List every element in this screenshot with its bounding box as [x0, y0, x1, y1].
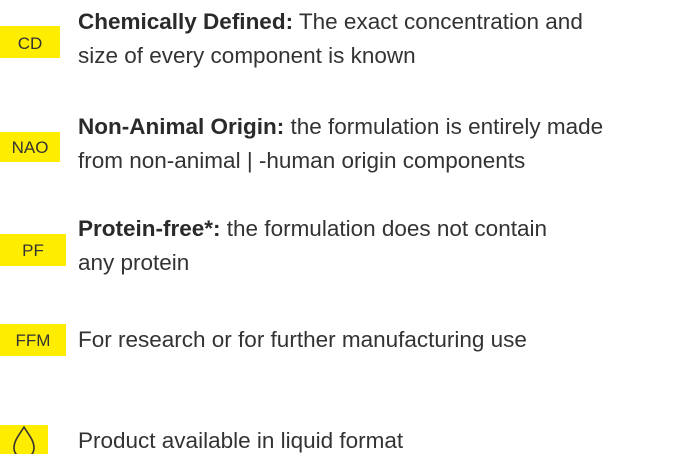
- feature-title: Protein-free*:: [78, 216, 221, 241]
- badge-nao-label: NAO: [11, 137, 49, 157]
- feature-line-2: size of every component is known: [78, 43, 416, 68]
- badge-liquid: [0, 425, 48, 454]
- feature-chemically-defined: Chemically Defined: The exact concentrat…: [78, 5, 583, 73]
- badge-ffm: FFM: [0, 324, 66, 356]
- feature-line-1: Non-Animal Origin: the formulation is en…: [78, 110, 603, 144]
- feature-description: the formulation is entirely made: [284, 114, 604, 139]
- feature-title: Non-Animal Origin:: [78, 114, 285, 139]
- feature-protein-free: Protein-free*: the formulation does not …: [78, 212, 547, 280]
- feature-line-1: Chemically Defined: The exact concentrat…: [78, 5, 583, 39]
- feature-further-manufacturing: For research or for further manufacturin…: [78, 323, 527, 357]
- feature-line-2: from non-animal | -human origin componen…: [78, 148, 526, 173]
- badge-nao: NAO: [0, 132, 60, 162]
- feature-title: Chemically Defined:: [78, 9, 294, 34]
- feature-text: Product available in liquid format: [78, 428, 404, 453]
- feature-description: The exact concentration and: [293, 9, 583, 34]
- badge-pf-label: PF: [22, 240, 44, 260]
- feature-line-2: any protein: [78, 250, 190, 275]
- feature-description: the formulation does not contain: [220, 216, 547, 241]
- badge-cd-label: CD: [17, 33, 43, 53]
- liquid-drop-icon: [13, 426, 35, 454]
- feature-liquid-format: Product available in liquid format: [78, 424, 403, 458]
- badge-ffm-label: FFM: [15, 330, 51, 350]
- feature-line-1: Protein-free*: the formulation does not …: [78, 212, 547, 246]
- feature-text: For research or for further manufacturin…: [78, 327, 527, 352]
- feature-non-animal-origin: Non-Animal Origin: the formulation is en…: [78, 110, 603, 178]
- badge-cd: CD: [0, 26, 60, 58]
- badge-pf: PF: [0, 234, 66, 266]
